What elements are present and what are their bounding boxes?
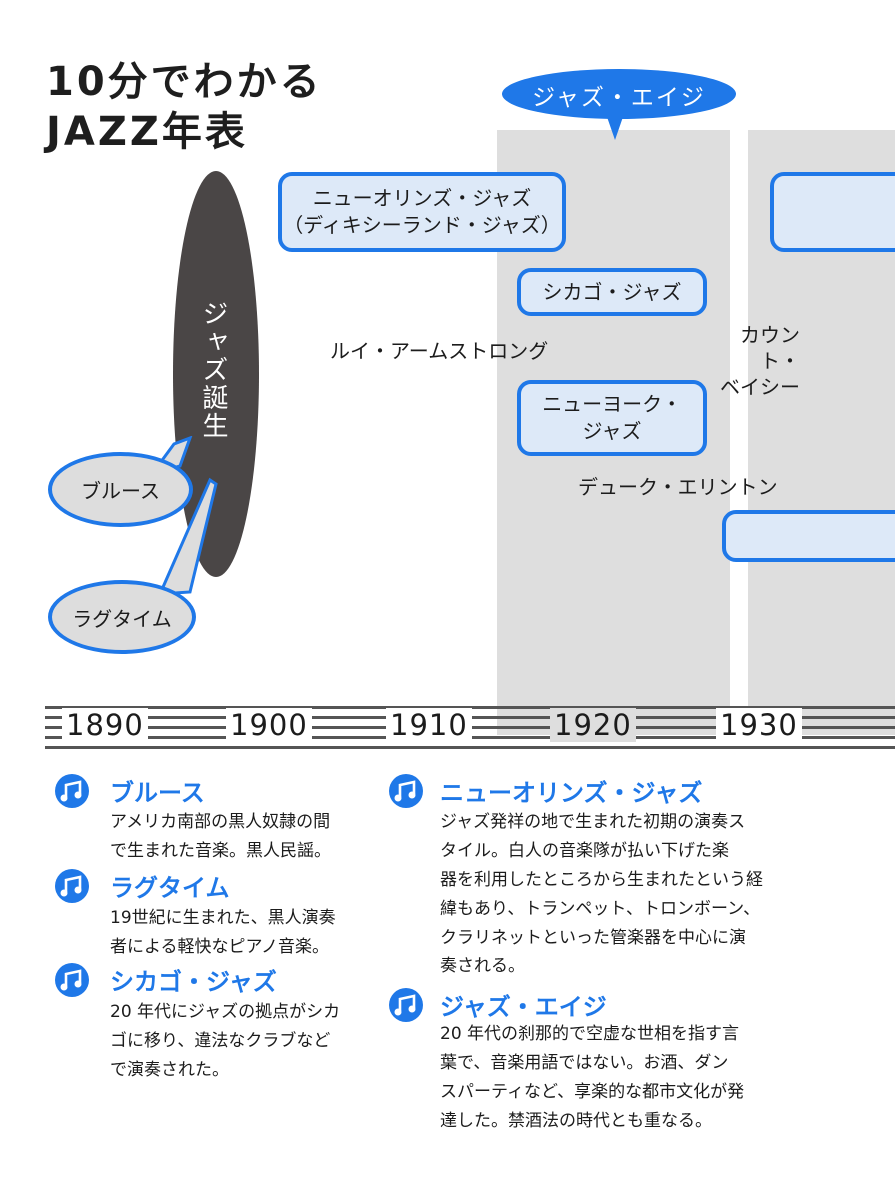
glossary-jazz-age-line: 葉で、音楽用語ではない。お酒、ダン	[440, 1052, 729, 1073]
glossary-chicago-title: シカゴ・ジャズ	[110, 968, 277, 996]
glossary-ragtime-body: 19世紀に生まれた、黒人演奏 者による軽快なピアノ音楽。	[110, 904, 336, 962]
glossary-chicago-line: で演奏された。	[110, 1059, 229, 1080]
glossary-jazz-age-line: 達した。禁酒法の時代とも重なる。	[440, 1110, 712, 1131]
glossary-ragtime-line: 19世紀に生まれた、黒人演奏	[110, 908, 336, 928]
glossary-new-orleans-line: 緯もあり、トランペット、トロンボーン、	[440, 898, 761, 919]
jazz-age-label: ジャズ・エイジ	[532, 85, 706, 111]
musician-duke-ellington: デューク・エリントン	[578, 475, 778, 499]
thirties-box-bottom	[722, 510, 895, 562]
year-1930: 1930	[716, 708, 802, 742]
new-orleans-jazz-label: ニューオリンズ・ジャズ	[312, 186, 532, 210]
new-york-jazz-box: ニューヨーク・ ジャズ	[517, 380, 707, 456]
new-york-jazz-label-1: ニューヨーク・	[542, 392, 682, 416]
jazz-age-balloon	[502, 69, 736, 140]
musician-count-basie: カウント・ ベイシー	[702, 322, 800, 400]
glossary-jazz-age-line: スパーティなど、享楽的な都市文化が発	[440, 1081, 745, 1102]
thirties-box-top	[770, 172, 895, 252]
music-note-icon	[55, 963, 89, 997]
new-york-jazz-label-2: ジャズ	[582, 419, 642, 443]
music-note-icon	[389, 988, 423, 1022]
chicago-jazz-box: シカゴ・ジャズ	[517, 268, 707, 316]
page-title-line2: JAZZ年表	[46, 109, 248, 155]
year-1900: 1900	[226, 708, 312, 742]
timeline-line-5	[45, 746, 895, 749]
jazz-birth-label: ジャズ誕生	[198, 300, 228, 440]
glossary-chicago-line: ゴに移り、違法なクラブなど	[110, 1030, 331, 1051]
musician-louis-armstrong: ルイ・アームストロング	[330, 339, 549, 363]
music-note-icon	[55, 774, 89, 808]
music-note-icon	[55, 869, 89, 903]
glossary-new-orleans-line: ジャズ発祥の地で生まれた初期の演奏ス	[440, 812, 746, 832]
musician-count-basie-line1: カウント・	[740, 323, 800, 373]
music-note-icon	[389, 774, 423, 808]
timeline-line-1	[45, 706, 895, 709]
glossary-new-orleans-line: タイル。白人の音楽隊が払い下げた楽	[440, 840, 729, 861]
year-1890: 1890	[62, 708, 148, 742]
glossary-chicago-body: 20 年代にジャズの拠点がシカ ゴに移り、違法なクラブなど で演奏された。	[110, 998, 340, 1085]
musician-count-basie-line2: ベイシー	[720, 375, 800, 399]
glossary-new-orleans-line: 奏される。	[440, 956, 525, 977]
glossary-ragtime-line: 者による軽快なピアノ音楽。	[110, 936, 329, 957]
dixieland-jazz-label: （ディキシーランド・ジャズ）	[283, 213, 561, 237]
glossary-blues-line: アメリカ南部の黒人奴隷の間	[110, 812, 331, 832]
glossary-blues-line: で生まれた音楽。黒人民謡。	[110, 840, 331, 861]
glossary-ragtime-title: ラグタイム	[110, 874, 230, 902]
glossary-new-orleans-body: ジャズ発祥の地で生まれた初期の演奏ス タイル。白人の音楽隊が払い下げた楽 器を利…	[440, 808, 763, 981]
glossary-new-orleans-title: ニューオリンズ・ジャズ	[440, 779, 703, 807]
page-title-line1: 10分でわかる	[46, 59, 323, 105]
glossary-new-orleans-line: 器を利用したところから生まれたという経	[440, 869, 763, 890]
glossary-jazz-age-title: ジャズ・エイジ	[440, 993, 607, 1021]
glossary-blues-title: ブルース	[110, 779, 205, 807]
ragtime-cloud: ラグタイム	[48, 580, 196, 654]
ragtime-tail	[157, 477, 218, 596]
glossary-chicago-line: 20 年代にジャズの拠点がシカ	[110, 1002, 341, 1022]
glossary-new-orleans-line: クラリネットといった管楽器を中心に演	[440, 927, 746, 948]
new-orleans-jazz-box: ニューオリンズ・ジャズ （ディキシーランド・ジャズ）	[278, 172, 566, 252]
jazz-birth-shape	[173, 171, 259, 577]
year-1910: 1910	[386, 708, 472, 742]
year-1920: 1920	[550, 708, 636, 742]
glossary-jazz-age-line: 20 年代の刹那的で空虚な世相を指す言	[440, 1024, 740, 1044]
glossary-jazz-age-body: 20 年代の刹那的で空虚な世相を指す言 葉で、音楽用語ではない。お酒、ダン スパ…	[440, 1020, 744, 1136]
glossary-blues-body: アメリカ南部の黒人奴隷の間 で生まれた音楽。黒人民謡。	[110, 808, 331, 866]
blues-cloud: ブルース	[48, 452, 193, 527]
